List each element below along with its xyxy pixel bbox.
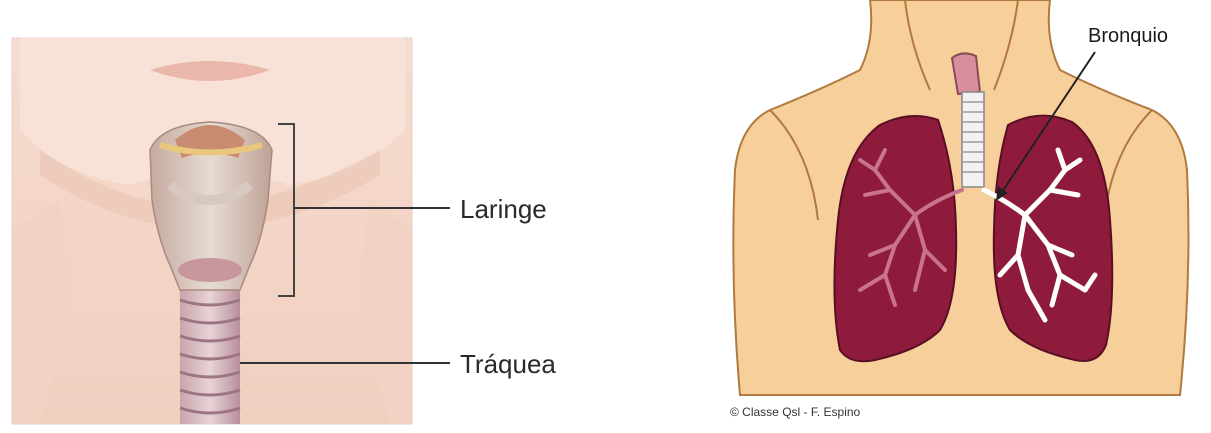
upper-airway bbox=[952, 53, 980, 94]
cricoid-cartilage bbox=[178, 258, 242, 282]
larynx-trachea-illustration: Laringe Tráquea bbox=[0, 0, 600, 428]
larynx-label: Laringe bbox=[460, 194, 547, 224]
right-lung bbox=[994, 116, 1112, 361]
bronchus-label: Bronquio bbox=[1088, 25, 1168, 47]
image-credit: © Classe Qsl - F. Espino bbox=[730, 405, 861, 419]
lungs-bronchi-illustration: Bronquio © Classe Qsl - F. Espino bbox=[700, 0, 1211, 428]
lungs-bronchi-figure: Bronquio © Classe Qsl - F. Espino bbox=[700, 0, 1211, 428]
larynx-trachea-figure: Laringe Tráquea bbox=[0, 0, 600, 428]
trachea-label: Tráquea bbox=[460, 349, 556, 379]
